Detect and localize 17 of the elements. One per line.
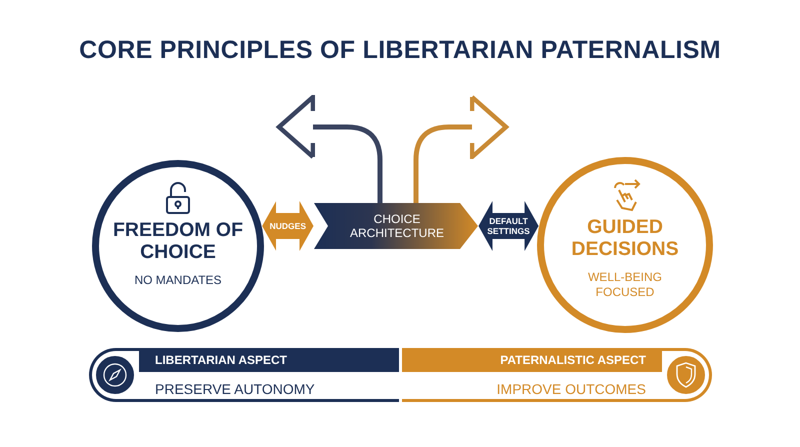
panel-header: LIBERTARIAN ASPECT [139,348,399,372]
edge-label: DEFAULT SETTINGS [486,215,531,237]
title: CORE PRINCIPLES OF LIBERTARIAN PATERNALISM [78,36,722,65]
aspect-panel [89,348,399,402]
subtitle: WELL-BEING FOCUSED [586,270,663,300]
heading: GUIDED DECISIONS [570,216,680,260]
panel-header: PATERNALISTIC ASPECT [402,348,662,372]
panel-text: PRESERVE AUTONOMY [155,380,315,398]
aspect-panel [402,348,712,402]
panel-text: IMPROVE OUTCOMES [496,380,646,398]
double-arrow [262,201,314,251]
heading: FREEDOM OF CHOICE [112,219,244,263]
double-arrow [478,201,539,251]
edge-label: NUDGES [270,220,306,232]
subtitle: NO MANDATES [133,273,223,288]
banner-shape [314,203,478,249]
banner-label: CHOICE ARCHITECTURE [348,212,445,240]
